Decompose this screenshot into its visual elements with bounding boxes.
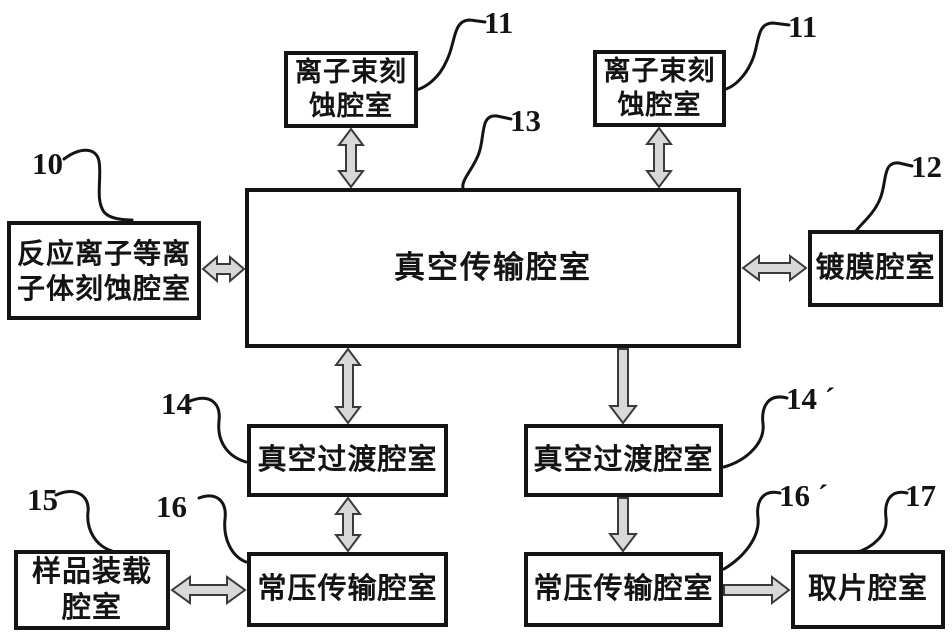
double-arrow-load-to-atm-left <box>170 575 247 605</box>
chamber-sample-load: 样品装载 腔室 <box>14 550 170 630</box>
ref-label-11-left: 11 <box>484 5 514 40</box>
chamber-label-line: 取片腔室 <box>807 573 928 606</box>
chamber-atm-transfer-right: 常压传输腔室 <box>524 552 723 627</box>
chamber-label-line: 离子束刻 <box>603 55 716 86</box>
chamber-rie-plasma-etch: 反应离子等离 子体刻蚀腔室 <box>7 221 201 320</box>
chamber-label-line: 腔室 <box>61 592 122 624</box>
chamber-ion-beam-etch-left: 离子束刻 蚀腔室 <box>284 51 418 128</box>
chamber-label-line: 反应离子等离 <box>16 237 191 269</box>
chamber-label-line: 离子束刻 <box>295 56 407 87</box>
ref-label-15: 15 <box>27 482 58 517</box>
leader-line-12 <box>854 161 914 233</box>
ref-label-10: 10 <box>32 146 63 181</box>
chamber-label-line: 蚀腔室 <box>617 89 702 120</box>
ref-label-17: 17 <box>905 478 936 513</box>
down-arrow-main-to-vac-transition-right <box>607 348 639 425</box>
chamber-ion-beam-etch-right: 离子束刻 蚀腔室 <box>593 50 726 127</box>
leader-line-11-right <box>724 21 791 91</box>
chamber-label-line: 样品装载 <box>31 555 152 588</box>
ref-label-14: 14 <box>161 386 192 421</box>
leader-line-13 <box>461 114 513 190</box>
double-arrow-ion-left-to-main <box>337 127 365 189</box>
double-arrow-main-to-vac-transition-left <box>334 347 362 425</box>
chamber-label-line: 常压传输腔室 <box>257 573 438 606</box>
ref-label-11-right: 11 <box>788 9 818 44</box>
ref-label-14-prime: 14 ´ <box>786 381 836 416</box>
leader-line-14 <box>188 396 248 464</box>
chamber-label-line: 常压传输腔室 <box>533 573 714 606</box>
chamber-label-line: 镀膜腔室 <box>815 252 936 285</box>
ref-label-16-prime: 16 ´ <box>779 478 829 513</box>
double-arrow-ion-right-to-main <box>645 126 673 189</box>
chamber-label-line: 子体刻蚀腔室 <box>16 272 191 304</box>
chamber-pickup: 取片腔室 <box>791 550 945 629</box>
leader-line-11-left <box>408 18 487 93</box>
right-arrow-atm-to-pickup <box>723 574 791 606</box>
leader-line-10 <box>62 148 134 222</box>
chamber-coating: 镀膜腔室 <box>808 230 943 307</box>
ref-label-13: 13 <box>510 103 541 138</box>
ref-label-12: 12 <box>911 149 942 184</box>
leader-line-16 <box>197 494 248 564</box>
double-arrow-main-to-coating <box>741 254 808 282</box>
chamber-label-line: 真空过渡腔室 <box>533 444 714 477</box>
ref-label-16: 16 <box>156 489 187 524</box>
leader-line-16-prime <box>722 490 782 571</box>
chamber-label-line: 真空传输腔室 <box>394 249 592 285</box>
chamber-label-line: 真空过渡腔室 <box>257 444 438 477</box>
chamber-vacuum-transition-right: 真空过渡腔室 <box>524 424 723 497</box>
chamber-vacuum-transition-left: 真空过渡腔室 <box>247 424 448 497</box>
double-arrow-vac-transition-to-atm-left <box>334 496 362 553</box>
double-arrow-rie-to-main <box>201 254 246 284</box>
leader-line-17 <box>853 490 909 555</box>
down-arrow-vac-transition-to-atm-right <box>607 497 639 553</box>
chamber-atm-transfer-left: 常压传输腔室 <box>247 552 448 627</box>
leader-line-14-prime <box>722 395 789 469</box>
chamber-label-line: 蚀腔室 <box>309 90 393 121</box>
chamber-vacuum-transfer-main: 真空传输腔室 <box>245 188 741 348</box>
leader-line-15 <box>54 490 114 553</box>
